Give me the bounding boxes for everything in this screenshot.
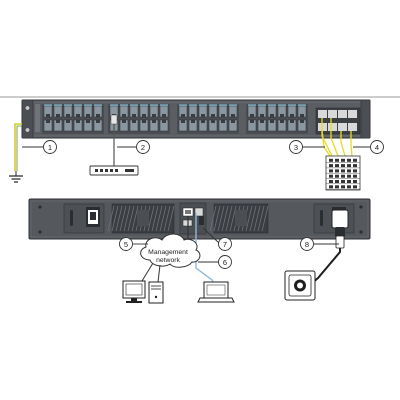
callout-6-number: 6	[223, 258, 227, 267]
callout-3-number: 3	[294, 143, 298, 152]
ground-wire	[14, 123, 22, 171]
callout-4-number: 4	[375, 143, 379, 152]
fan-vent-1	[107, 203, 175, 234]
switch-front-panel	[21, 99, 371, 139]
desktop-pc-icon	[122, 280, 164, 304]
port-bank-4	[246, 104, 308, 134]
callout-2-number: 2	[141, 143, 145, 152]
switch-rear-panel	[28, 198, 371, 240]
laptop-icon	[197, 281, 235, 303]
callout-7: 7	[202, 227, 232, 251]
fan-vent-2	[209, 203, 269, 234]
callout-2: 2	[117, 140, 150, 154]
cable-connector	[199, 216, 204, 225]
callout-8: 8	[300, 237, 339, 251]
cloud-icon: Management network	[140, 233, 201, 268]
cloud-label-line1: Management	[148, 249, 188, 256]
ground-symbol-icon	[9, 171, 23, 183]
callout-1-number: 1	[48, 143, 52, 152]
console-cable	[110, 114, 118, 166]
power-plug-icon	[331, 209, 349, 249]
network-hub-icon	[89, 165, 139, 176]
callout-5-number: 5	[124, 240, 128, 249]
callout-7-number: 7	[223, 240, 227, 249]
port-bank-3	[177, 104, 239, 134]
callout-8-number: 8	[305, 240, 309, 249]
cloud-to-server-link	[157, 264, 161, 283]
power-outlet-icon	[284, 270, 316, 301]
port-bank-1	[42, 104, 104, 134]
port-bank-2	[108, 104, 170, 134]
cloud-to-pc-link	[141, 262, 154, 282]
patch-panel-icon	[325, 155, 361, 191]
callout-5: 5	[119, 237, 148, 251]
sfp-uplink-ports	[315, 107, 361, 135]
power-supply-left	[63, 203, 105, 234]
callout-1: 1	[22, 140, 57, 154]
cloud-label-line2: network	[156, 257, 180, 264]
callout-6: 6	[198, 255, 232, 269]
callout-4: 4	[353, 140, 384, 154]
callout-3: 3	[289, 140, 325, 154]
